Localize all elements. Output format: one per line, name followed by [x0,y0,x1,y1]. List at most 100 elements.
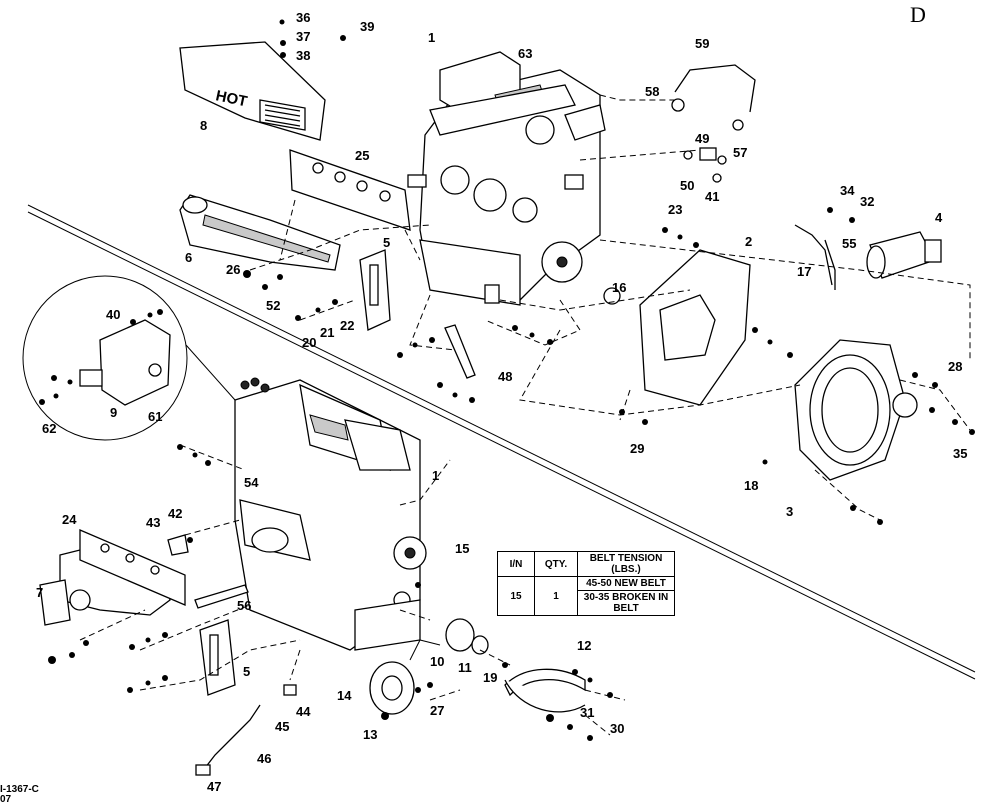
cell-qty: 1 [534,576,578,616]
callout-18: 18 [744,478,758,493]
callout-numbers: 1 1 2 3 4 5 5 6 7 8 9 10 11 12 13 14 15 … [36,10,967,794]
belt-guard-lower [504,679,586,713]
assembly-leader-lines [79,94,971,736]
callout-17: 17 [797,264,811,279]
callout-27: 27 [430,703,444,718]
callout-6: 6 [185,250,192,265]
mount-bracket-upper [359,249,391,331]
callout-32-upper: 32 [860,194,874,209]
ground-cable [824,239,836,290]
callout-10: 10 [430,654,444,669]
callout-14: 14 [337,688,352,703]
hot-warning-label: HOT [214,87,249,110]
exhaust-gasket-upper [289,149,411,231]
callout-58-a: 58 [645,84,659,99]
callout-19: 19 [483,670,497,685]
starter-motor [866,231,942,279]
callout-50: 50 [680,178,694,193]
lever [444,324,476,379]
belt-tensioner [369,639,441,715]
header-tension: BELT TENSION (LBS.) [577,551,675,577]
fuel-fitting [683,147,727,183]
callout-12: 12 [577,638,591,653]
callout-46: 46 [257,751,271,766]
table-row: 15 1 45-50 NEW BELT [497,576,675,616]
callout-35: 35 [953,446,967,461]
header-item: I/N [497,551,535,577]
inset-detail [22,275,236,441]
callout-39: 39 [360,19,374,34]
fuel-hose [674,64,756,113]
callout-55: 55 [842,236,856,251]
heat-shield: HOT [179,41,326,141]
pulley [445,618,475,652]
callout-52-upper: 52 [266,298,280,313]
callout-40-a: 40 [106,307,120,322]
exhaust-manifold-upper [179,194,341,271]
callout-34: 34 [840,183,855,198]
table-header-row: I/N QTY. BELT TENSION (LBS.) [497,551,675,577]
callout-63: 63 [518,46,532,61]
callout-13: 13 [363,727,377,742]
callout-3: 3 [786,504,793,519]
exhaust-gasket-lower [79,529,186,606]
callout-45: 45 [275,719,289,734]
callout-30: 30 [610,721,624,736]
callout-37: 37 [296,29,310,44]
fasteners [39,19,975,741]
callout-36: 36 [296,10,310,25]
callout-29: 29 [630,441,644,456]
callout-7: 7 [36,585,43,600]
separator-lines [27,204,976,680]
callout-38: 38 [296,48,310,63]
callout-54: 54 [244,475,259,490]
callout-15: 15 [455,541,469,556]
sensor [167,534,189,556]
callout-41: 41 [705,189,719,204]
callout-26-upper: 26 [226,262,240,277]
spacer [471,635,489,655]
callout-22-a: 22 [340,318,354,333]
oil-drain-hose [204,704,261,769]
callout-1-upper: 1 [428,30,435,45]
callout-2: 2 [745,234,752,249]
callout-28-upper: 28 [948,359,962,374]
belt-tension-table: I/N QTY. BELT TENSION (LBS.) 15 1 45-50 … [497,551,675,616]
flywheel-housing [794,339,918,481]
callout-11: 11 [458,660,472,675]
lower-engine-block [234,377,427,651]
callout-56: 56 [237,598,251,613]
callout-62: 62 [42,421,56,436]
callout-43: 43 [146,515,160,530]
callout-31: 31 [580,705,594,720]
cell-tension-new: 45-50 NEW BELT [577,576,675,591]
upper-engine-block [407,51,606,306]
table-row: 30-35 BROKEN IN BELT [498,590,675,616]
callout-16: 16 [612,280,626,295]
callout-24: 24 [62,512,77,527]
callout-5-upper: 5 [383,235,390,250]
callout-25: 25 [355,148,369,163]
callout-9: 9 [110,405,117,420]
cell-item: 15 [497,576,535,616]
strap-bracket [194,584,249,609]
callout-1-lower: 1 [432,468,439,483]
callout-47: 47 [207,779,221,794]
adapter-plate [603,249,751,406]
mount-bracket-lower [199,619,236,696]
callout-8: 8 [200,118,207,133]
callout-48: 48 [498,369,512,384]
cell-tension-broken: 30-35 BROKEN IN BELT [577,590,675,616]
callout-4: 4 [935,210,943,225]
callout-23-a: 23 [668,202,682,217]
callout-20-a: 20 [302,335,316,350]
sheet-letter: D [910,2,926,27]
callout-59: 59 [695,36,709,51]
header-qty: QTY. [534,551,578,577]
starter-cable [794,224,833,286]
callout-61: 61 [148,409,162,424]
drawing-number-suffix: 07 [0,794,12,803]
callout-44: 44 [296,704,311,719]
